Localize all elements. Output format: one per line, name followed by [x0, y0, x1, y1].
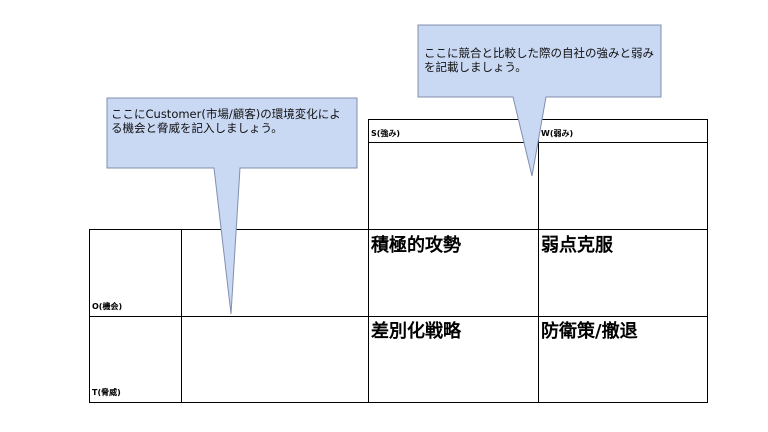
grid-right-line — [707, 119, 708, 403]
customer-callout-text: ここにCustomer(市場/顧客)の環境変化による機会と脅威を記入しましょう。 — [111, 107, 341, 135]
grid-line-col2 — [368, 119, 369, 403]
strategy-wo: 弱点克服 — [541, 235, 613, 256]
strategy-st: 差別化戦略 — [371, 321, 461, 342]
weakness-header: W(弱み) — [541, 129, 574, 138]
competitor-callout-bubble — [417, 24, 662, 177]
strategy-so: 積極的攻勢 — [371, 235, 461, 256]
grid-left-line — [89, 229, 90, 403]
grid-bottom-line — [89, 402, 708, 403]
strategy-wt: 防衛策/撤退 — [541, 321, 638, 342]
threat-header: T(脅威) — [92, 388, 121, 397]
customer-callout-bubble — [106, 97, 358, 315]
grid-line-row1 — [89, 229, 708, 230]
opportunity-header: O(機会) — [92, 302, 123, 311]
competitor-callout-text: ここに競合と比較した際の自社の強みと弱みを記載しましょう。 — [424, 46, 654, 74]
strength-header: S(強み) — [371, 129, 401, 138]
grid-line-col1 — [181, 229, 182, 403]
grid-line-col3 — [538, 119, 539, 403]
grid-line-row2 — [89, 316, 708, 317]
